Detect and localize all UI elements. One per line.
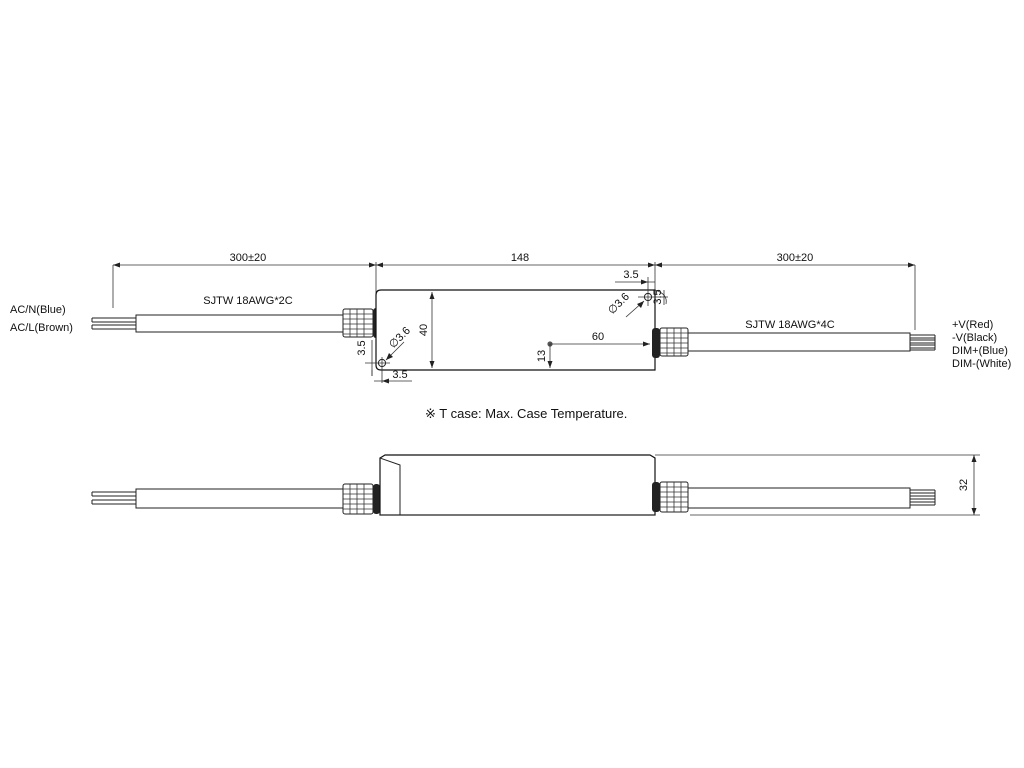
side-left-strain-relief: [342, 483, 380, 515]
wire-label-dimplus: DIM+(Blue): [952, 345, 1008, 357]
wire-label-vminus: -V(Black): [952, 332, 997, 344]
output-cable: [687, 332, 911, 352]
output-wires: [910, 334, 936, 351]
hole-offset-top-h-label: 3.5: [623, 269, 638, 281]
tcase-marker: [547, 341, 650, 368]
dim-right-cable: 300±20: [655, 252, 916, 330]
input-cable: [135, 314, 344, 333]
side-view: 32: [91, 454, 980, 516]
side-right-strain-relief: [652, 481, 689, 513]
tcase-y-label: 13: [536, 350, 548, 362]
left-cable-length-label: 300±20: [230, 252, 267, 264]
hole-offset-bottom-h-label: 3.5: [392, 369, 407, 381]
tcase-x-label: 60: [592, 331, 604, 343]
side-body-edge: [379, 457, 401, 515]
body-length-label: 148: [511, 252, 529, 264]
input-wires: [91, 317, 136, 330]
top-view: 300±20 148 300±20: [10, 252, 1011, 384]
right-mounting-hole: [615, 277, 668, 318]
wire-label-acn: AC/N(Blue): [10, 304, 66, 316]
right-cable-length-label: 300±20: [777, 252, 814, 264]
wire-label-vplus: +V(Red): [952, 319, 993, 331]
wire-label-acl: AC/L(Brown): [10, 322, 73, 334]
dim-body-height: 40: [418, 292, 435, 368]
body-thickness-label: 32: [958, 479, 970, 491]
side-input-wires: [91, 491, 136, 505]
input-cable-spec: SJTW 18AWG*2C: [203, 295, 292, 307]
left-strain-relief: [342, 308, 381, 338]
wire-label-dimminus: DIM-(White): [952, 358, 1011, 370]
psu-body-side: [379, 454, 656, 516]
hole-offset-bottom-v-label: 3.5: [356, 340, 368, 355]
dim-body-thickness: 32: [655, 454, 980, 516]
body-height-label: 40: [418, 324, 430, 336]
side-output-cable: [687, 487, 911, 509]
tcase-note: ※ T case: Max. Case Temperature.: [425, 406, 627, 421]
right-strain-relief: [652, 327, 689, 358]
side-input-cable: [135, 488, 344, 509]
hole-offset-top-v-label: 3.5: [652, 289, 664, 304]
psu-body-top: [375, 289, 656, 371]
dim-body-length: 148: [376, 252, 656, 290]
left-mounting-hole: [365, 340, 412, 384]
output-cable-spec: SJTW 18AWG*4C: [745, 319, 834, 331]
dim-left-cable: 300±20: [112, 252, 377, 308]
side-output-wires: [910, 489, 936, 506]
